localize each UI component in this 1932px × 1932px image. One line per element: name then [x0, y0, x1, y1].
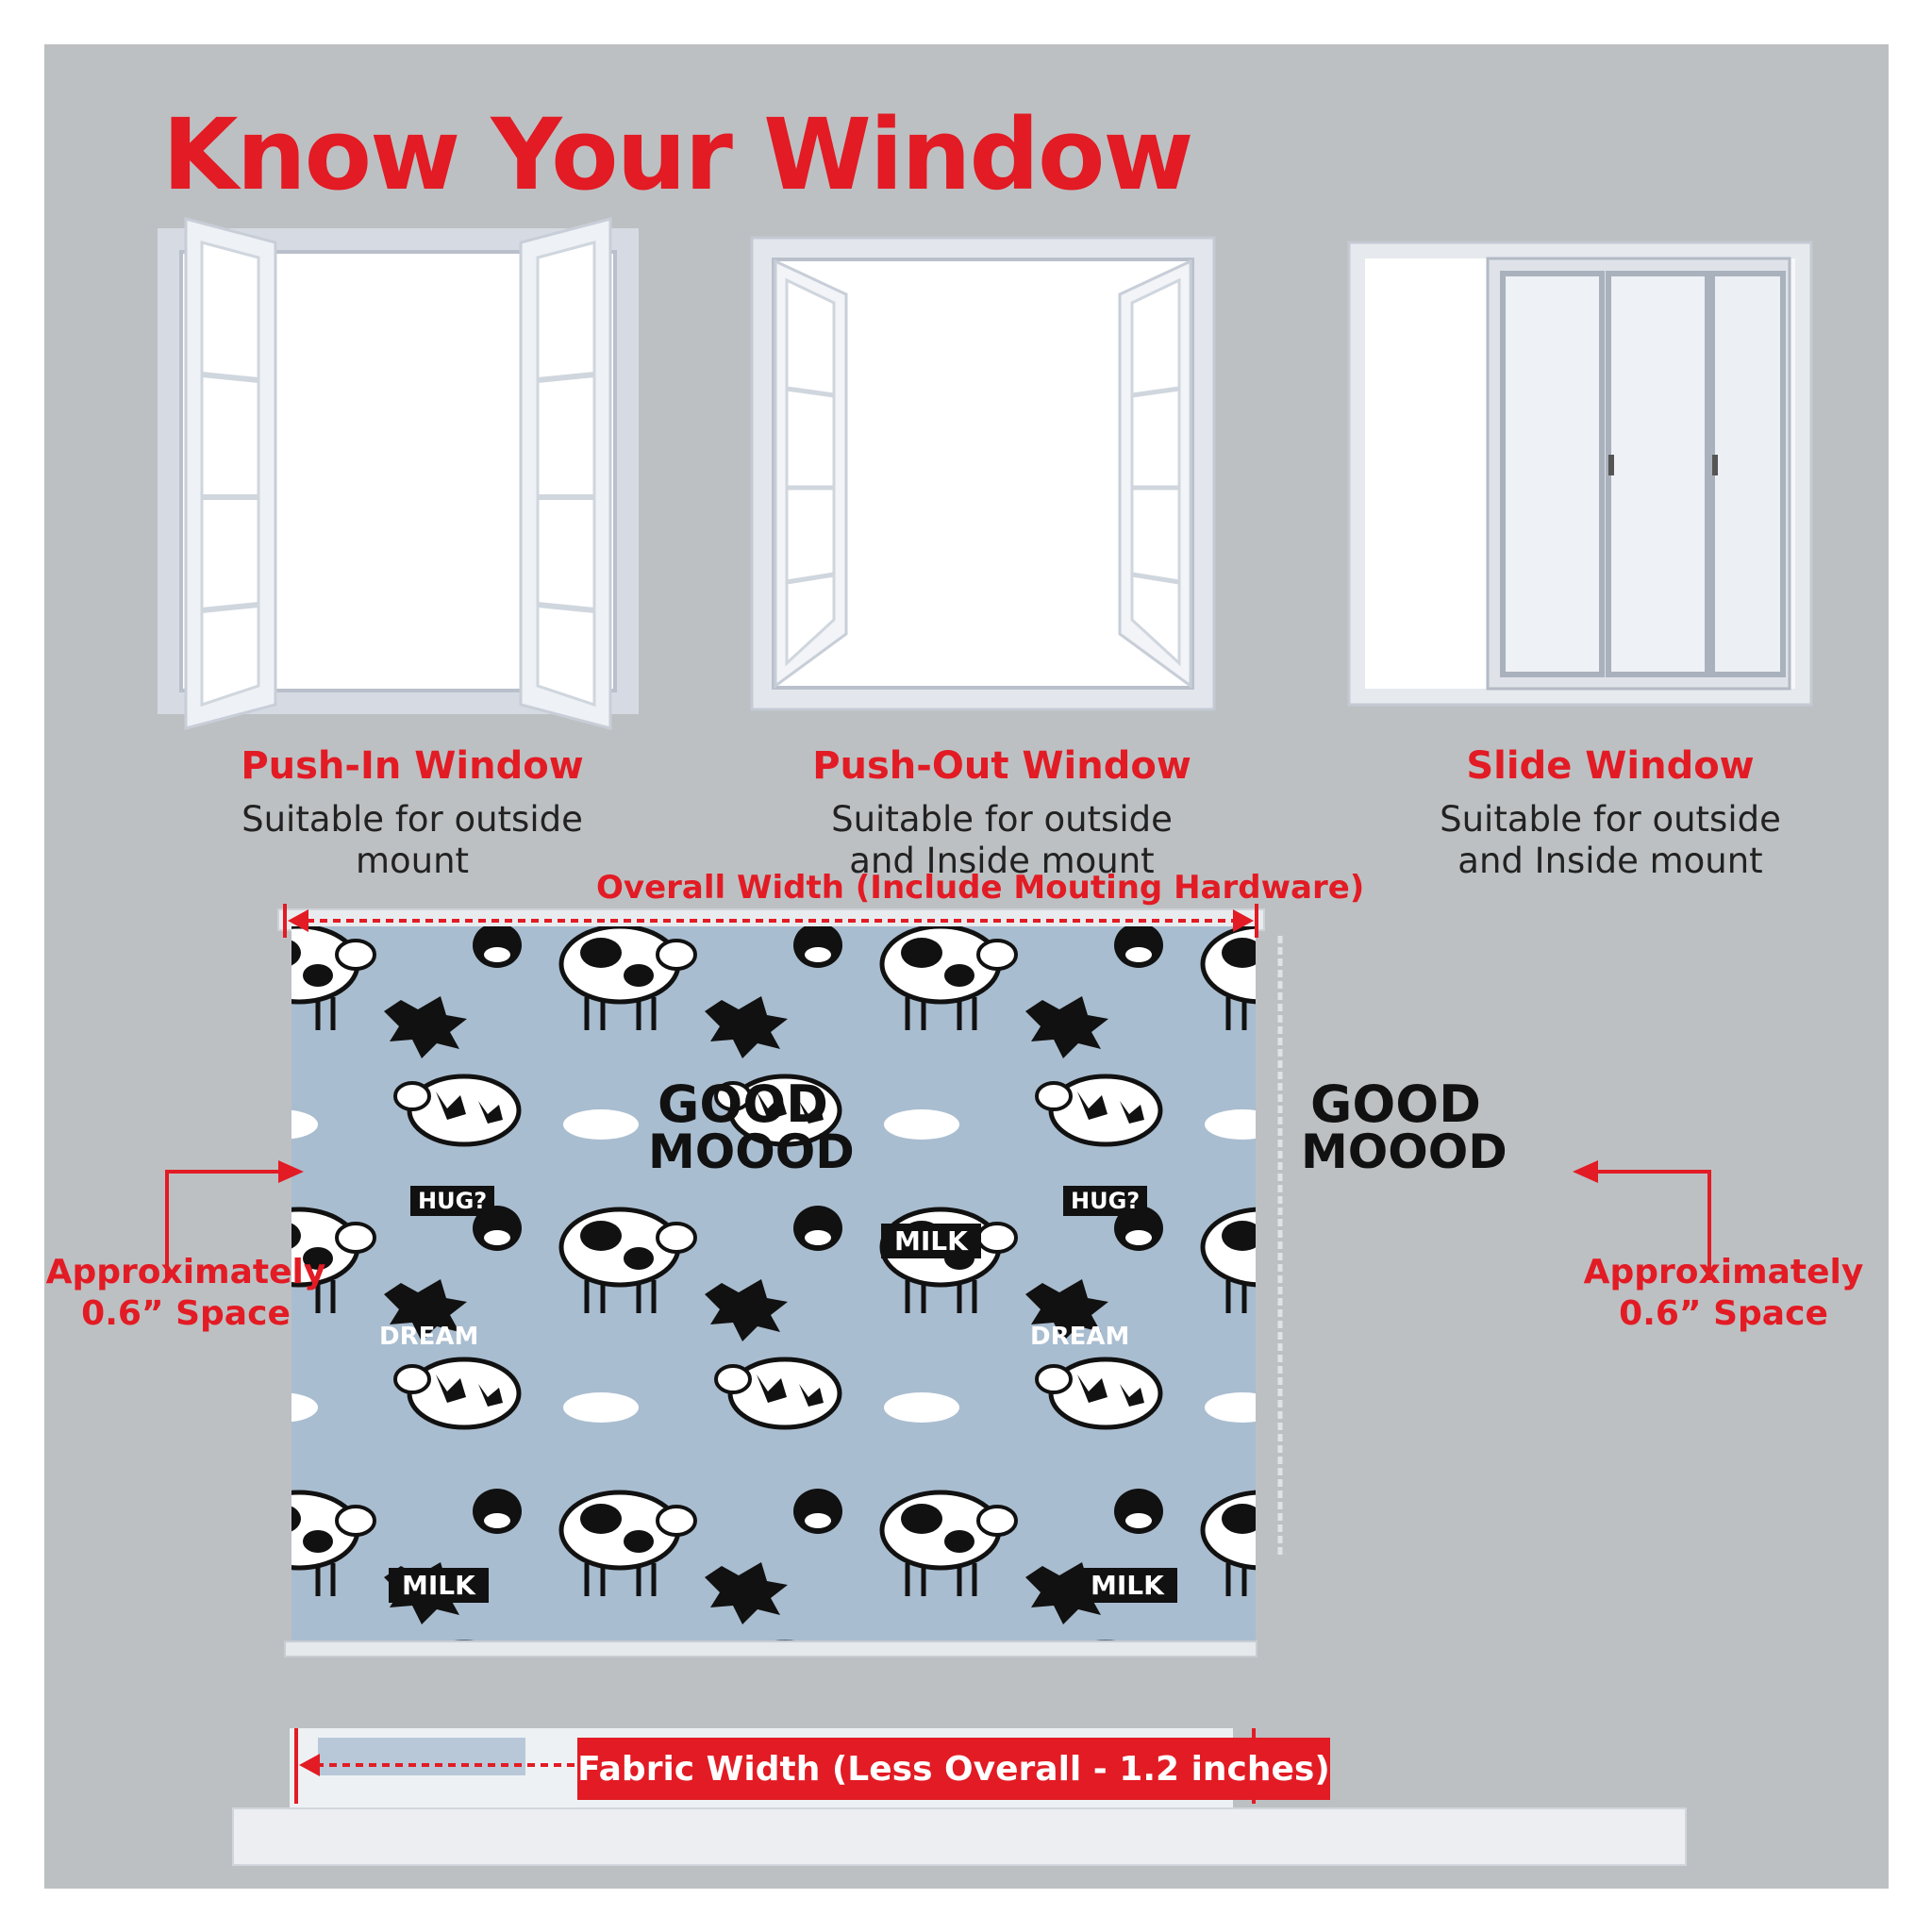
right-space-line2: 0.6” Space [1619, 1294, 1828, 1333]
push-in-window-description: Suitable for outside mount [148, 799, 676, 882]
right-space-line1: Approximately [1583, 1253, 1864, 1291]
page-title: Know Your Window [162, 97, 1193, 212]
right-space-arrow [1573, 1160, 1711, 1280]
push-out-window-label: Push-Out Window [812, 744, 1191, 788]
push-in-window-label: Push-In Window [241, 744, 584, 788]
slide-window-label: Slide Window [1466, 744, 1755, 788]
push-in-description-line1: Suitable for outside [242, 799, 583, 840]
push-in-window-icon [158, 217, 639, 730]
push-out-description-line1: Suitable for outside [831, 799, 1173, 840]
left-space-label: Approximately 0.6” Space [44, 1252, 327, 1335]
pattern-word-moood: MOOOD [648, 1124, 855, 1179]
pattern-word-moood-2: MOOOD [1301, 1124, 1507, 1179]
left-space-arrow [165, 1160, 304, 1280]
pattern-word-good: GOOD [658, 1074, 828, 1134]
push-out-window-icon [750, 236, 1216, 711]
pattern-word-dream-2: DREAM [1030, 1323, 1130, 1351]
left-space-line2: 0.6” Space [81, 1294, 291, 1333]
push-out-description-line2: and Inside mount [849, 841, 1155, 881]
slide-window-icon [1347, 241, 1813, 707]
roller-blind-illustration [232, 904, 1687, 1866]
pattern-word-good-2: GOOD [1310, 1074, 1481, 1134]
pattern-word-milk-3: MILK [1077, 1568, 1177, 1603]
pattern-word-hug: HUG? [410, 1186, 495, 1216]
left-space-line1: Approximately [45, 1253, 326, 1291]
blind-fabric [291, 926, 1256, 1643]
pattern-word-milk: MILK [881, 1224, 981, 1258]
pattern-word-hug-2: HUG? [1063, 1186, 1148, 1216]
push-in-description-line2: mount [355, 841, 470, 881]
pattern-word-dream: DREAM [379, 1323, 479, 1351]
background-panel: Know Your Window [44, 44, 1889, 1889]
slide-window-description: Suitable for outside and Inside mount [1346, 799, 1874, 882]
right-space-label: Approximately 0.6” Space [1582, 1252, 1865, 1335]
slide-description-line1: Suitable for outside [1440, 799, 1781, 840]
slide-description-line2: and Inside mount [1457, 841, 1763, 881]
fabric-width-label: Fabric Width (Less Overall - 1.2 inches) [577, 1738, 1330, 1800]
pattern-word-milk-2: MILK [389, 1568, 489, 1603]
overall-width-label: Overall Width (Include Mouting Hardware) [596, 869, 1365, 907]
push-out-window-description: Suitable for outside and Inside mount [738, 799, 1266, 882]
